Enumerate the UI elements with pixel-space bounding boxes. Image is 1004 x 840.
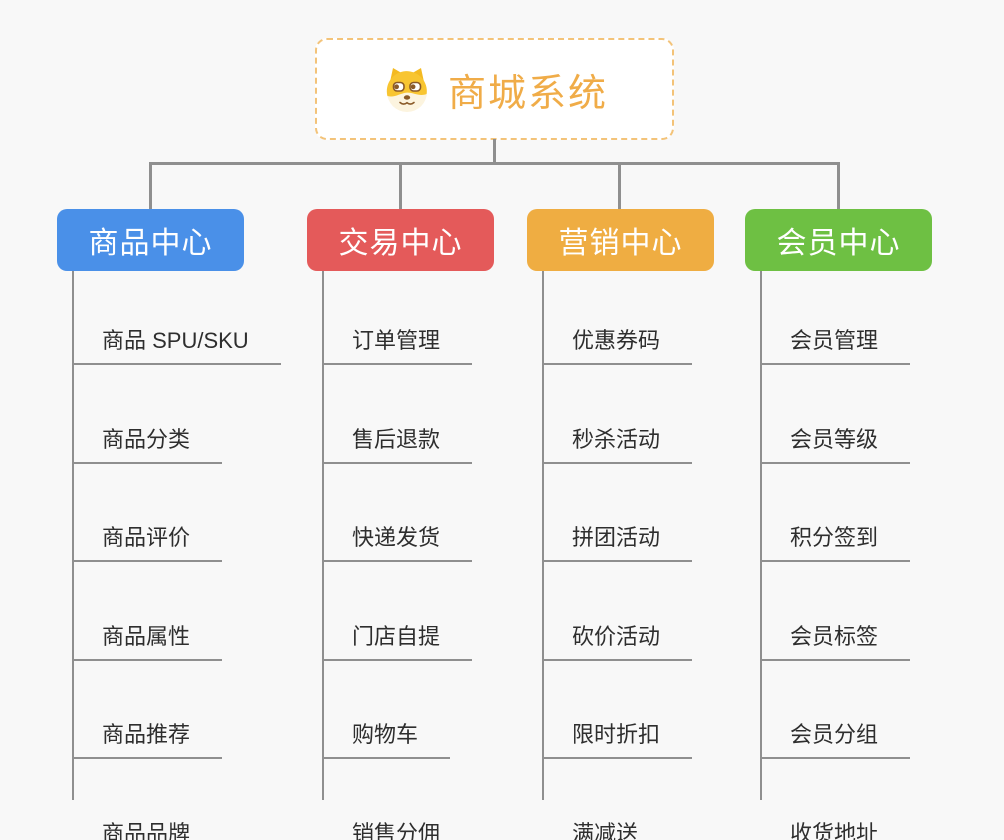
connector-bus <box>149 162 840 165</box>
root-title: 商城系统 <box>447 72 608 115</box>
branch-item[interactable]: 会员等级 <box>760 365 911 464</box>
branch-header[interactable]: 营销中心 <box>527 209 714 271</box>
branch-item[interactable]: 拼团活动 <box>542 464 693 562</box>
branch-item[interactable]: 售后退款 <box>322 365 473 464</box>
dog-face-icon <box>386 68 427 112</box>
branch-item[interactable]: 收货地址 <box>760 759 910 840</box>
connector-trunk <box>322 271 324 800</box>
branch-header[interactable]: 交易中心 <box>307 209 494 271</box>
connector-drop-3 <box>618 162 621 210</box>
connector-trunk <box>72 271 74 800</box>
branch-column-2: 交易中心 订单管理售后退款快递发货门店自提购物车销售分佣 <box>307 209 567 840</box>
branch-item[interactable]: 商品推荐 <box>72 661 223 759</box>
branch-item[interactable]: 购物车 <box>322 661 451 759</box>
branch-item[interactable]: 销售分佣 <box>322 759 472 840</box>
branch-items: 优惠券码秒杀活动拼团活动砍价活动限时折扣满减送 <box>542 271 787 840</box>
branch-item[interactable]: 商品评价 <box>72 464 223 562</box>
connector-drop-1 <box>149 162 152 210</box>
branch-item[interactable]: 商品分类 <box>72 365 223 464</box>
branch-item[interactable]: 满减送 <box>542 759 670 840</box>
branch-header[interactable]: 商品中心 <box>57 209 244 271</box>
branch-item[interactable]: 门店自提 <box>322 562 473 661</box>
branch-item[interactable]: 商品品牌 <box>72 759 222 840</box>
branch-header[interactable]: 会员中心 <box>745 209 932 271</box>
branch-item[interactable]: 限时折扣 <box>542 661 693 759</box>
root-node[interactable]: 商城系统 <box>315 38 674 140</box>
branch-item[interactable]: 砍价活动 <box>542 562 693 661</box>
branch-column-4: 会员中心 会员管理会员等级积分签到会员标签会员分组收货地址 <box>745 209 1004 840</box>
branch-item[interactable]: 商品属性 <box>72 562 223 661</box>
branch-item[interactable]: 会员分组 <box>760 661 911 759</box>
connector-drop-4 <box>837 162 840 210</box>
connector-trunk <box>542 271 544 800</box>
connector-trunk <box>760 271 762 800</box>
connector-drop-2 <box>399 162 402 210</box>
branch-item[interactable]: 快递发货 <box>322 464 473 562</box>
branch-item[interactable]: 秒杀活动 <box>542 365 693 464</box>
branch-item[interactable]: 积分签到 <box>760 464 911 562</box>
branch-item[interactable]: 订单管理 <box>322 271 473 365</box>
branch-item[interactable]: 会员标签 <box>760 562 911 661</box>
branch-column-3: 营销中心 优惠券码秒杀活动拼团活动砍价活动限时折扣满减送 <box>527 209 787 840</box>
branch-items: 订单管理售后退款快递发货门店自提购物车销售分佣 <box>322 271 567 840</box>
connector-root-stub <box>493 139 496 164</box>
branch-items: 会员管理会员等级积分签到会员标签会员分组收货地址 <box>760 271 1004 840</box>
branch-item[interactable]: 优惠券码 <box>542 271 693 365</box>
branch-item[interactable]: 会员管理 <box>760 271 911 365</box>
branch-item[interactable]: 商品 SPU/SKU <box>72 271 281 365</box>
